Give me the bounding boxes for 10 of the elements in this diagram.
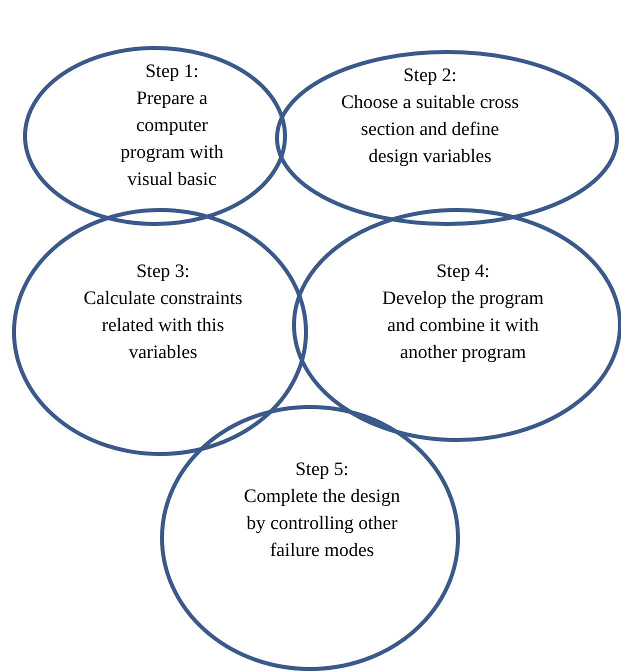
step-heading: Step 3: bbox=[135, 260, 191, 284]
step-description: Calculate constraints related with this variables bbox=[82, 287, 244, 365]
step-description: Choose a suitable cross section and define design variables bbox=[340, 91, 520, 169]
step-description: Complete the design by controlling other failure modes bbox=[242, 485, 402, 563]
step-heading: Step 2: bbox=[402, 64, 458, 88]
step-description: Develop the program and combine it with another program bbox=[381, 287, 545, 365]
step-heading: Step 4: bbox=[435, 260, 491, 284]
step-heading: Step 1: bbox=[144, 60, 200, 84]
step-heading: Step 5: bbox=[294, 458, 350, 482]
step-description: Prepare a computer program with visual basic bbox=[120, 87, 224, 192]
